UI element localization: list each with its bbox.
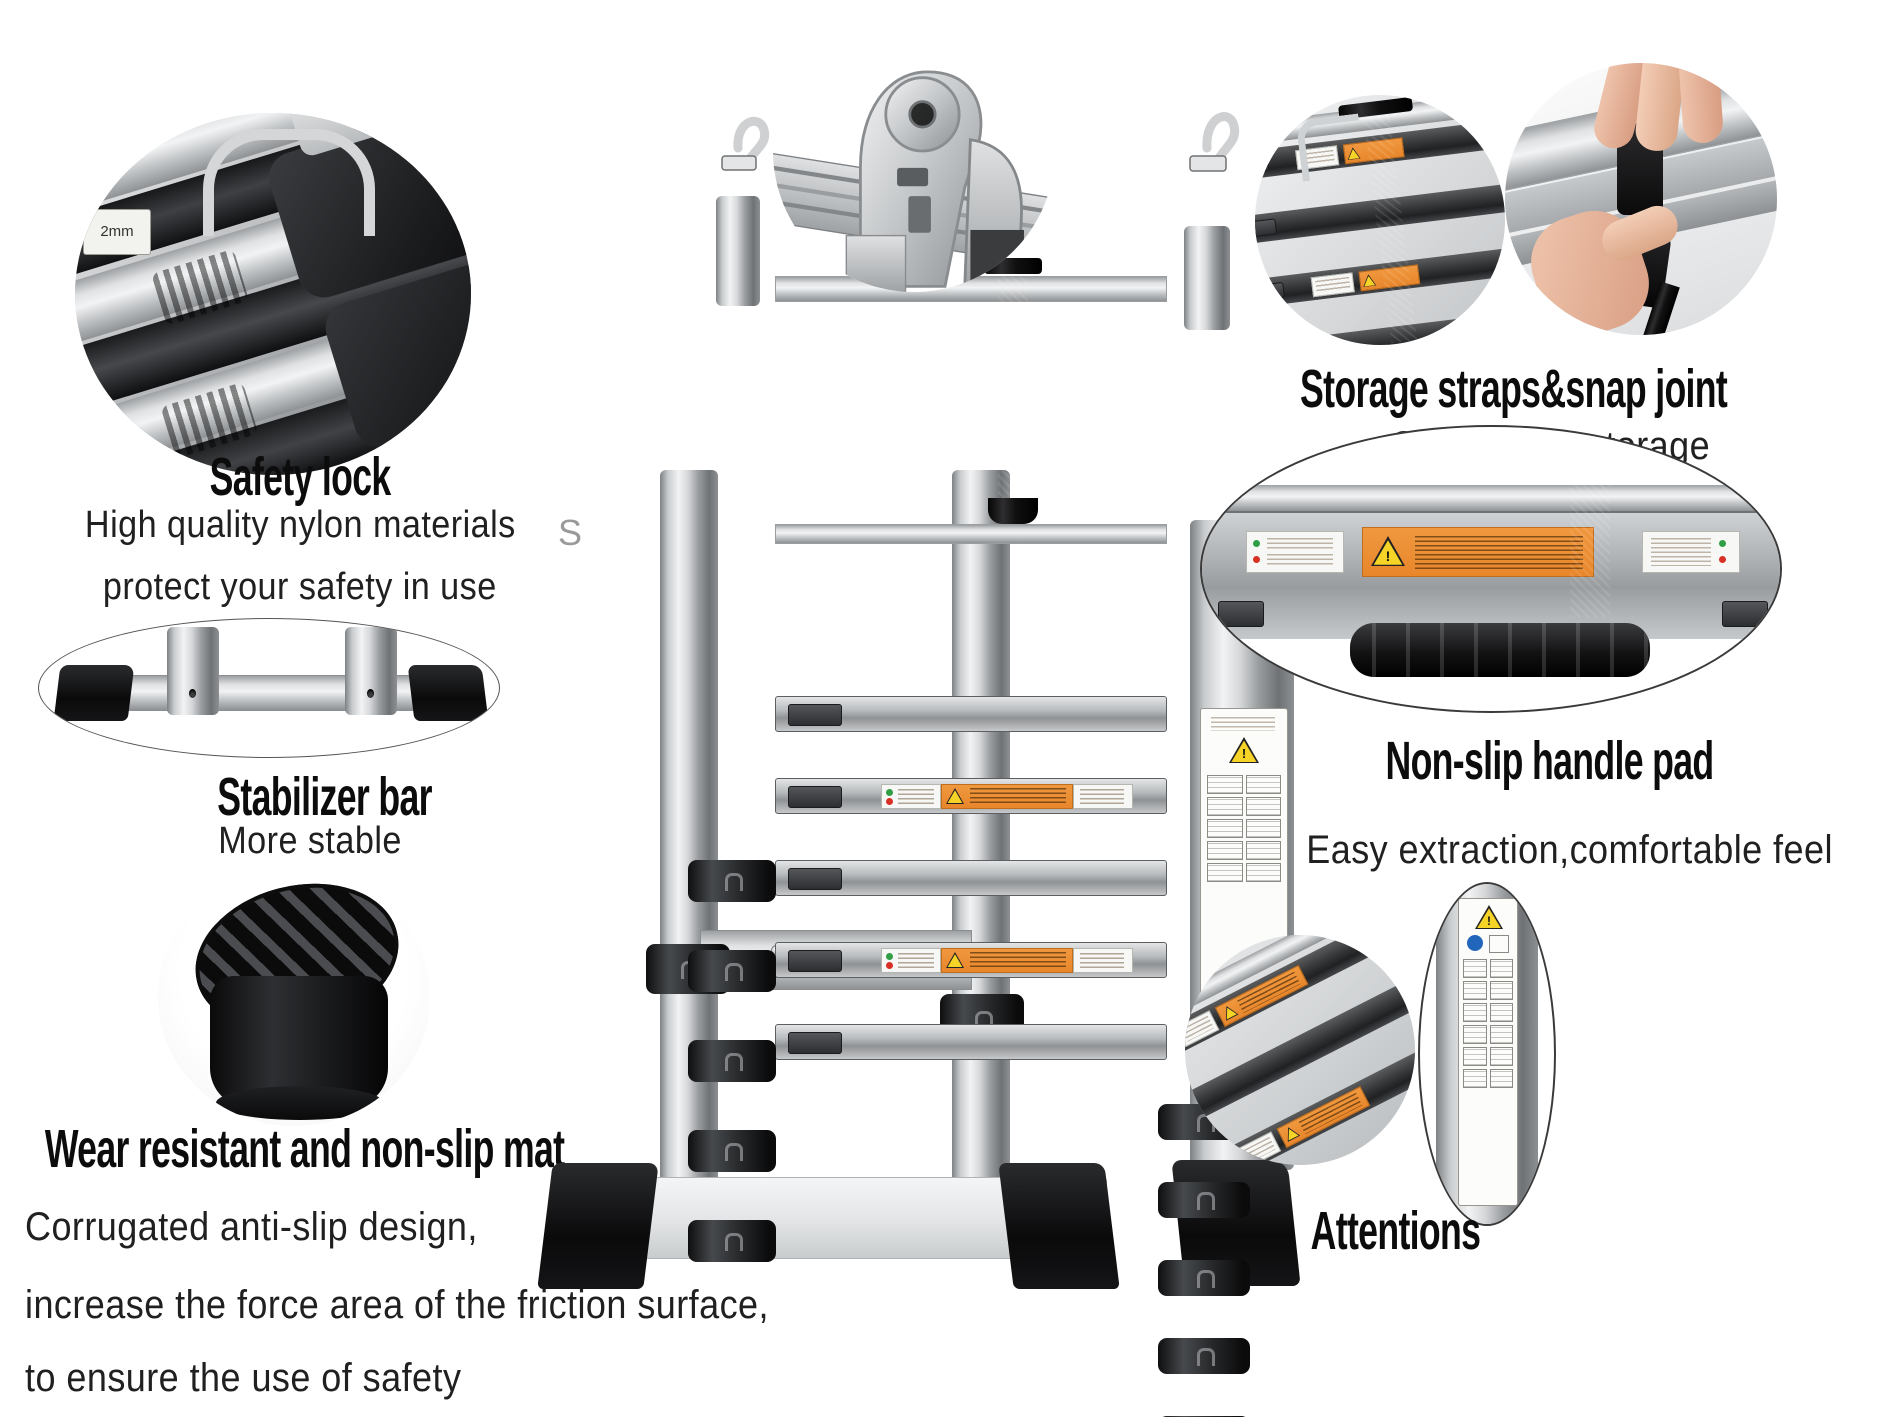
storage-strap-loop <box>988 498 1038 524</box>
right-collar <box>1158 1260 1250 1296</box>
mat-line-1: Corrugated anti-slip design, <box>25 1205 478 1249</box>
hinge-joint-illustration <box>773 70 1055 292</box>
safety-lock-title: Safety lock <box>209 447 392 507</box>
stabilizer-photo-ellipse <box>38 618 500 758</box>
stabilizer-title: Stabilizer bar <box>217 767 433 827</box>
left-collar <box>688 1220 776 1262</box>
stabilizer-foot <box>53 665 135 721</box>
safety-lock-line-1: High quality nylon materials <box>84 504 516 546</box>
stack-rung <box>775 942 1167 978</box>
left-hook-icon <box>721 116 770 214</box>
right-collar <box>1158 1338 1250 1374</box>
rung-label-orange <box>941 784 1073 809</box>
left-collar <box>688 1130 776 1172</box>
strap-over-rail <box>1570 427 1610 617</box>
left-hook-pole <box>716 196 760 306</box>
snap-joint-photo-circle <box>1505 63 1777 335</box>
right-hook-pole <box>1184 226 1230 330</box>
mat-line-2: increase the force area of the friction … <box>25 1283 769 1327</box>
storage-title: Storage straps&snap joint <box>1300 359 1728 419</box>
handle-title: Non-slip handle pad <box>1385 731 1715 791</box>
stack-rung <box>775 1024 1167 1060</box>
stabilizer-left-foot <box>537 1163 659 1289</box>
mat-title: Wear resistant and non-slip mat <box>45 1119 565 1179</box>
left-collar <box>688 1040 776 1082</box>
rung-label-orange <box>941 948 1073 973</box>
storage-strap-photo-circle <box>1255 95 1505 345</box>
stack-bottom-rail <box>775 524 1167 544</box>
folded-rungs-photo-circle <box>1185 935 1415 1165</box>
left-collar <box>688 860 776 902</box>
safety-lock-line-2: protect your safety in use <box>103 566 497 608</box>
left-collar <box>688 950 776 992</box>
rung-label-white <box>881 948 941 973</box>
handle-pad-closeup <box>1350 623 1650 677</box>
rung-label-white <box>881 784 941 809</box>
watermark-letter: S <box>558 512 583 553</box>
storage-strap <box>998 262 1028 510</box>
stack-rung <box>775 778 1167 814</box>
attentions-title: Attentions <box>1310 1201 1480 1261</box>
attention-label-photo-oval: ! <box>1418 882 1556 1226</box>
handle-line-1: Easy extraction,comfortable feel <box>1306 828 1834 872</box>
rubber-foot-photo-circle <box>158 868 430 1126</box>
hinge-photo-circle <box>773 10 1055 292</box>
stabilizer-post <box>167 627 219 715</box>
stack-top-rail <box>775 276 1167 302</box>
right-collar <box>1158 1182 1250 1218</box>
measure-badge-text: 2mm <box>100 223 134 240</box>
stabilizer-bar-photo <box>65 675 475 711</box>
stack-rung <box>775 860 1167 896</box>
rung-label-white <box>1073 784 1133 809</box>
stabilizer-foot <box>407 665 489 721</box>
stabilizer-line-1: More stable <box>218 820 402 862</box>
right-hook-icon <box>1189 112 1240 236</box>
mat-line-3: to ensure the use of safety <box>25 1356 462 1400</box>
foot-base-ring <box>216 1086 384 1120</box>
handle-pad-photo-ellipse: ! <box>1200 425 1782 713</box>
attention-label-closeup: ! <box>1458 898 1518 1206</box>
measure-badge: 2mm <box>83 209 151 255</box>
hoop-handle <box>203 129 375 236</box>
stabilizer-post <box>345 627 397 715</box>
rung-label-white <box>1073 948 1133 973</box>
stack-rung <box>775 696 1167 732</box>
safety-lock-photo-circle: 2mm <box>75 113 471 475</box>
